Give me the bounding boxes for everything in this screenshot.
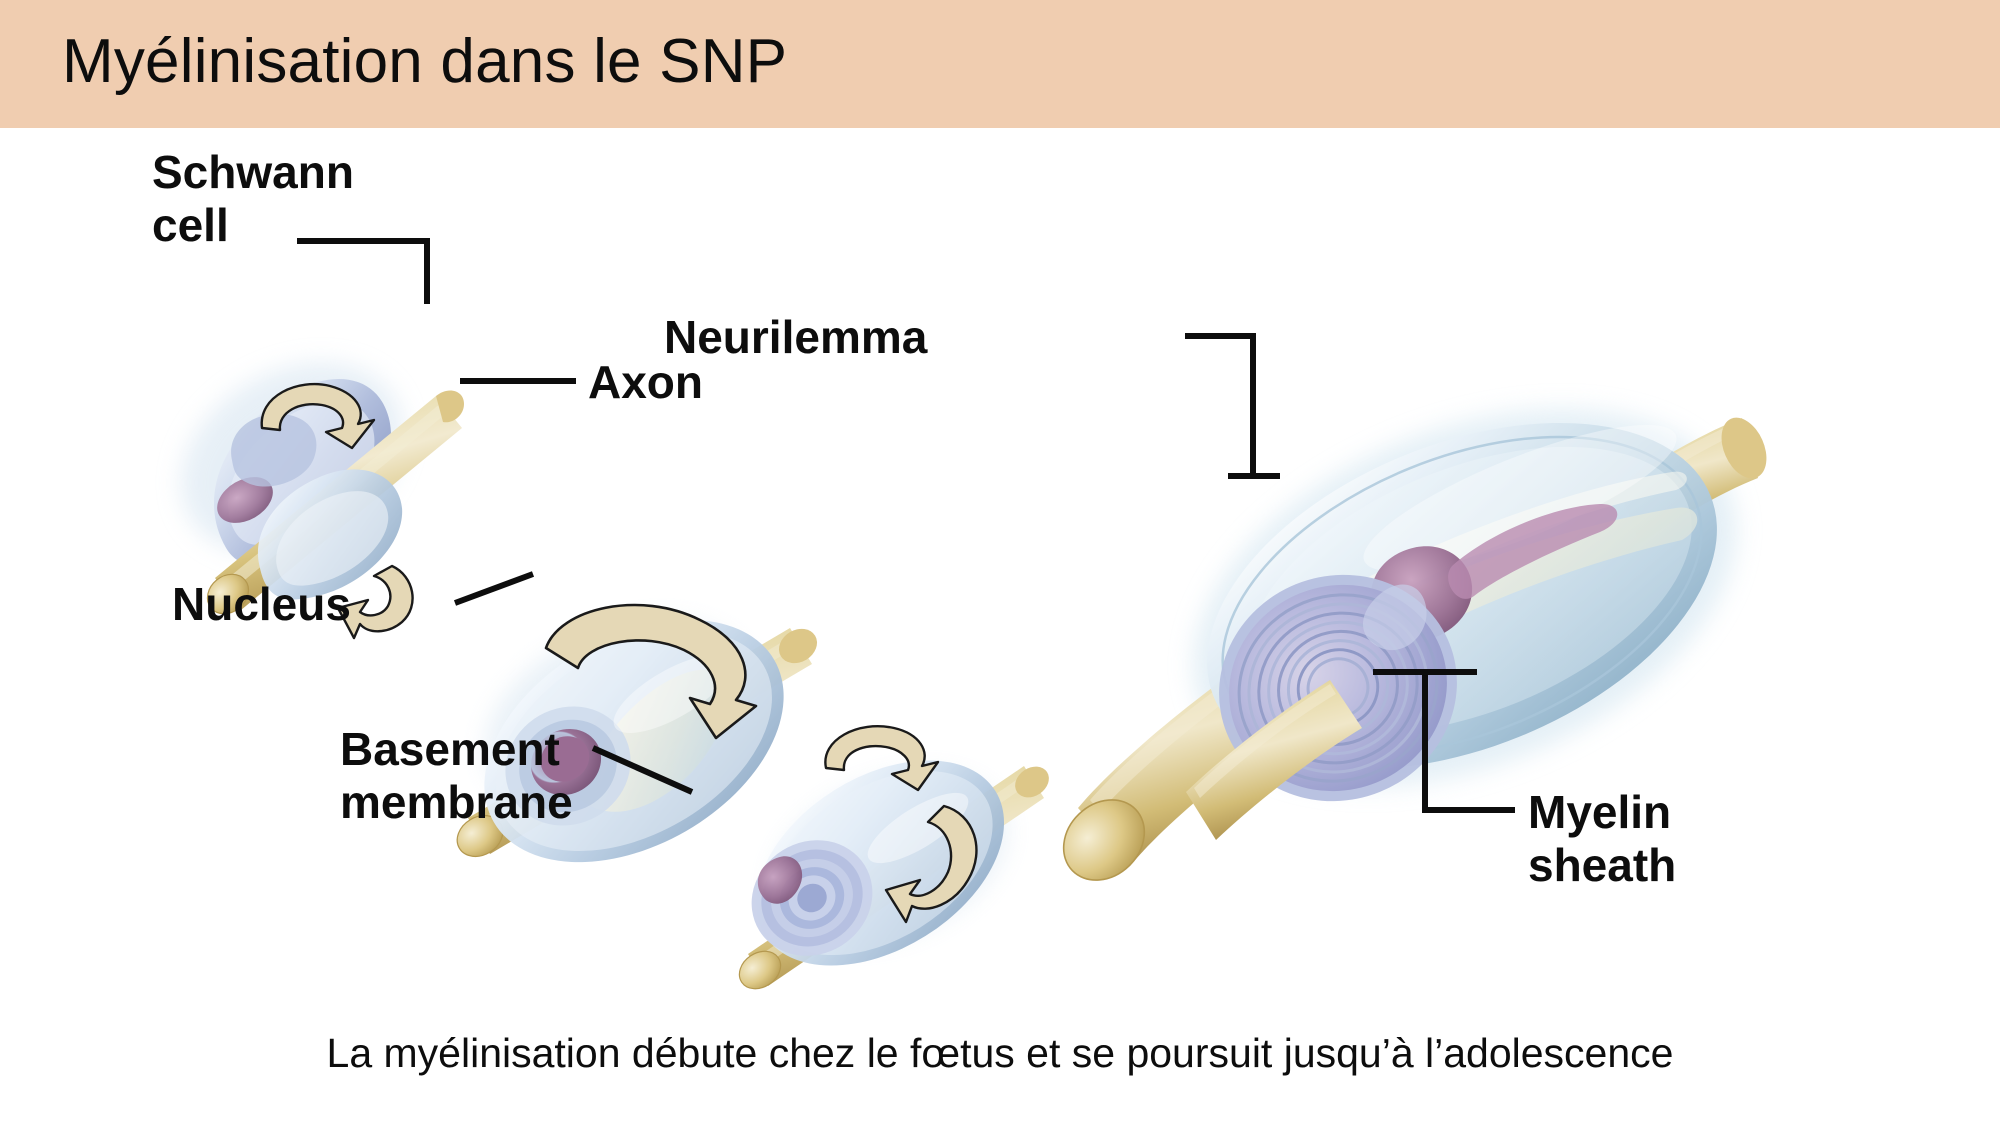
leader-nucleus xyxy=(453,571,535,606)
stage-3-concentric-wrapping xyxy=(738,725,1049,990)
stage-1-schwann-cell-approaching-axon xyxy=(181,362,464,640)
schwann-cell-body-2 xyxy=(484,619,784,863)
wrap-arrow-3-top xyxy=(824,725,940,792)
label-axon: Axon xyxy=(588,356,703,408)
stage-4-mature-myelin-sheath xyxy=(1062,409,1767,881)
wrap-arrow-2 xyxy=(544,603,758,740)
slide-caption: La myélinisation débute chez le fœtus et… xyxy=(0,1030,2000,1077)
caption-text: La myélinisation débute chez le fœtus et… xyxy=(326,1030,1674,1076)
myelination-illustration: Schwann cell Axon Nucleus Basement membr… xyxy=(152,146,1767,990)
wrap-arrow-1-top xyxy=(260,382,376,450)
stage-2-cell-wrapping-axon xyxy=(456,603,818,863)
label-myelin-sheath-line1: Myelin xyxy=(1528,786,1671,838)
leader-lines xyxy=(297,238,1515,813)
label-nucleus: Nucleus xyxy=(172,578,351,630)
label-schwann-cell-line2: cell xyxy=(152,199,229,251)
axon-core-in-sheath xyxy=(1186,680,1362,840)
label-myelin-sheath-line2: sheath xyxy=(1528,839,1676,891)
page-title: Myélinisation dans le SNP xyxy=(62,27,788,96)
schwann-cell-front-lobe-1 xyxy=(258,469,403,600)
leader-schwann-cell xyxy=(297,238,430,304)
label-basement-membrane-line1: Basement xyxy=(340,723,560,775)
wrap-arrow-3-bottom xyxy=(884,804,978,924)
myelination-figure: Schwann cell Axon Nucleus Basement membr… xyxy=(0,128,2000,998)
label-schwann-cell-line1: Schwann xyxy=(152,146,354,198)
wrap-arrow-1-bottom xyxy=(336,564,414,640)
leader-myelin-sheath xyxy=(1422,672,1515,813)
measure-brackets xyxy=(1228,473,1477,675)
slide-header-bar: Myélinisation dans le SNP xyxy=(0,0,2000,128)
leader-neurilemma xyxy=(1185,333,1256,476)
label-neurilemma: Neurilemma xyxy=(664,311,928,363)
label-basement-membrane-line2: membrane xyxy=(340,776,573,828)
leader-basement-membrane xyxy=(591,745,694,795)
